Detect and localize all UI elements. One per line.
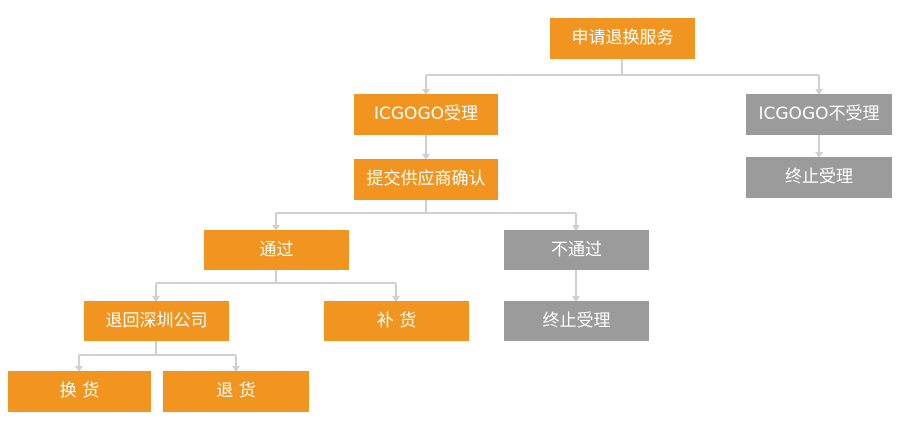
node-supply-goods: 补 货 bbox=[324, 301, 469, 341]
connector-return-split bbox=[79, 341, 236, 356]
node-terminate-after-reject: 终止受理 bbox=[746, 157, 892, 198]
connector-submit-split bbox=[276, 200, 576, 214]
node-pass: 通过 bbox=[204, 230, 349, 270]
node-return-goods: 退 货 bbox=[163, 371, 309, 412]
node-exchange-goods: 换 货 bbox=[8, 371, 151, 412]
connector-pass-split bbox=[156, 270, 396, 284]
node-apply-return-service: 申请退换服务 bbox=[550, 18, 695, 59]
node-fail: 不通过 bbox=[504, 230, 649, 270]
connector-apply-split bbox=[426, 59, 819, 76]
node-submit-supplier-confirm: 提交供应商确认 bbox=[354, 159, 498, 200]
node-return-shenzhen-company: 退回深圳公司 bbox=[84, 301, 229, 341]
node-icgogo-accept: ICGOGO受理 bbox=[354, 94, 498, 135]
node-terminate-after-fail: 终止受理 bbox=[504, 301, 649, 341]
node-icgogo-reject: ICGOGO不受理 bbox=[746, 94, 892, 135]
